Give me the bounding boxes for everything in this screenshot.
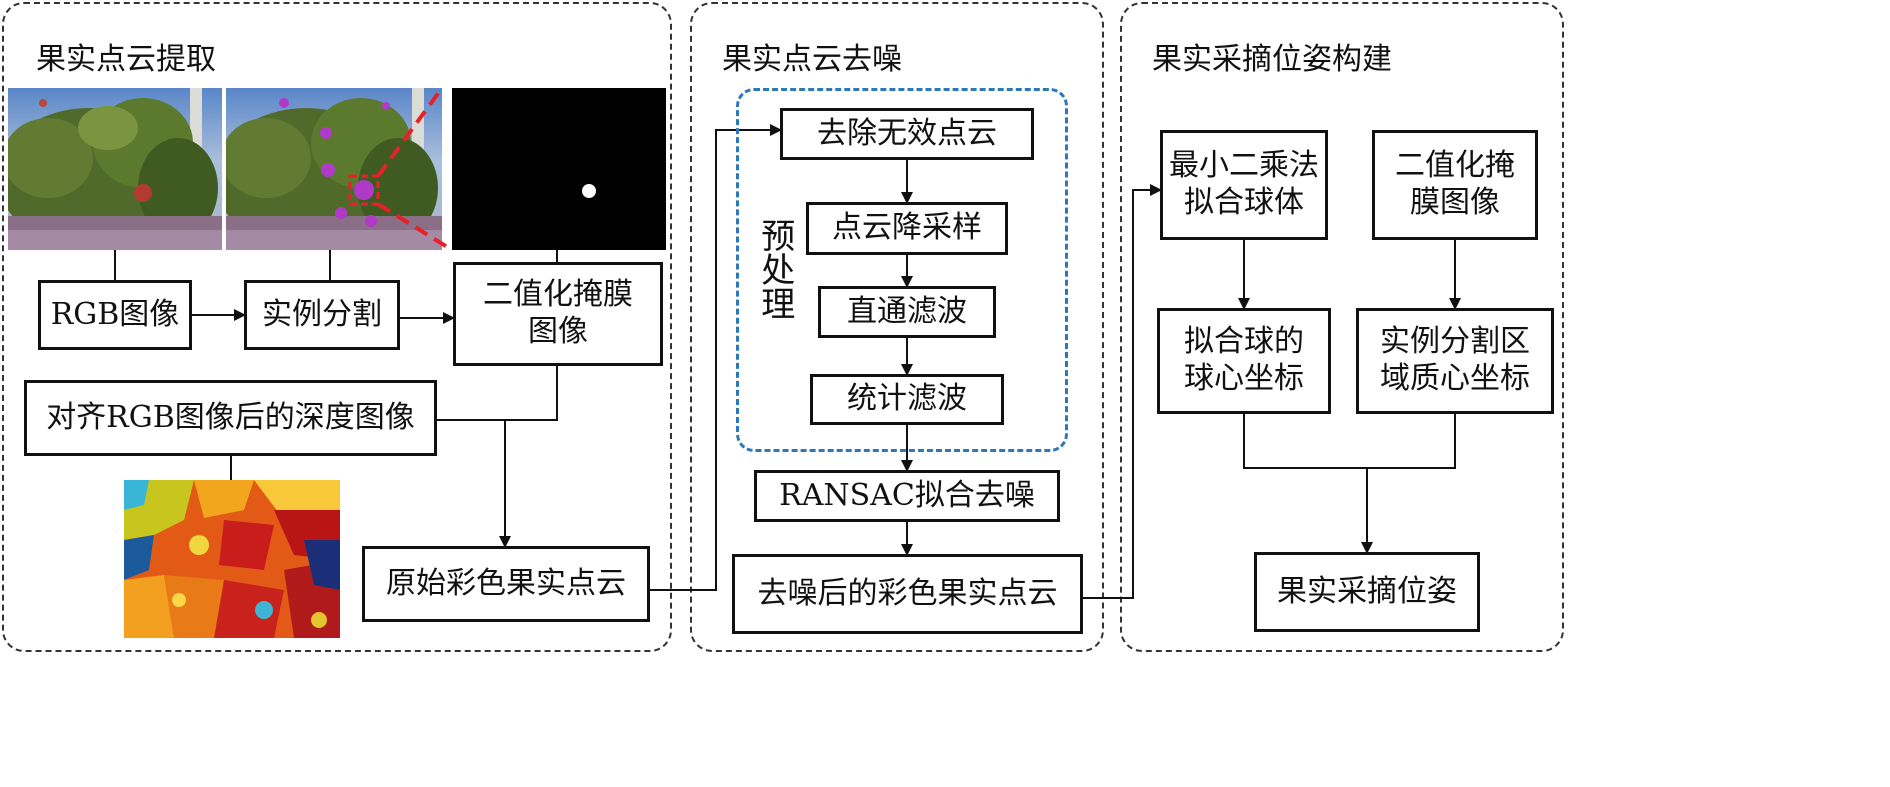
instance-segmentation-label: 实例分割 [244,280,400,350]
region-centroid-coordinate-box: 实例分割区 域质心坐标 [1356,308,1554,414]
raw-cloud-to-denoise-arrow [650,124,782,591]
pose-merge-line [1243,414,1456,469]
mask-to-raw-cloud-arrow [499,366,558,548]
picking-pose-box: 果实采摘位姿 [1254,552,1480,632]
instance-segmentation-photo [226,88,442,250]
depth-colormap-image [124,480,340,638]
downsample-step: 点云降采样 [806,202,1008,255]
rgb-image-label: RGB图像 [38,280,192,350]
binary-mask-label: 二值化掩膜 图像 [453,262,663,366]
panel-denoising: 果实点云去噪 [690,2,1104,652]
least-squares-sphere-fit-box: 最小二乘法 拟合球体 [1160,130,1328,240]
raw-color-fruit-cloud-label: 原始彩色果实点云 [362,546,650,622]
statistical-filter-step: 统计滤波 [810,374,1004,425]
binary-mask-image-box: 二值化掩 膜图像 [1372,130,1538,240]
binary-mask-image [452,88,666,250]
panel-title: 果实采摘位姿构建 [1152,42,1392,77]
passthrough-filter-step: 直通滤波 [818,286,996,338]
preprocess-label: 预处理 [754,218,795,320]
panel-title: 果实点云去噪 [722,42,902,77]
panel-pose: 果实采摘位姿构建 [1120,2,1564,652]
panel-fruit-extraction: 果实点云提取 [2,2,672,652]
remove-invalid-cloud-step: 去除无效点云 [780,108,1034,160]
ransac-denoise-step: RANSAC拟合去噪 [754,470,1060,522]
preprocess-group [736,88,1068,452]
sphere-center-coordinate-box: 拟合球的 球心坐标 [1157,308,1331,414]
aligned-depth-image-label: 对齐RGB图像后的深度图像 [24,380,437,456]
denoised-fruit-cloud-step: 去噪后的彩色果实点云 [732,554,1083,634]
rgb-orchard-photo [8,88,222,250]
denoised-to-lsq-arrow [1083,184,1162,599]
highlight-box [348,174,380,206]
panel-title: 果实点云提取 [36,42,216,77]
